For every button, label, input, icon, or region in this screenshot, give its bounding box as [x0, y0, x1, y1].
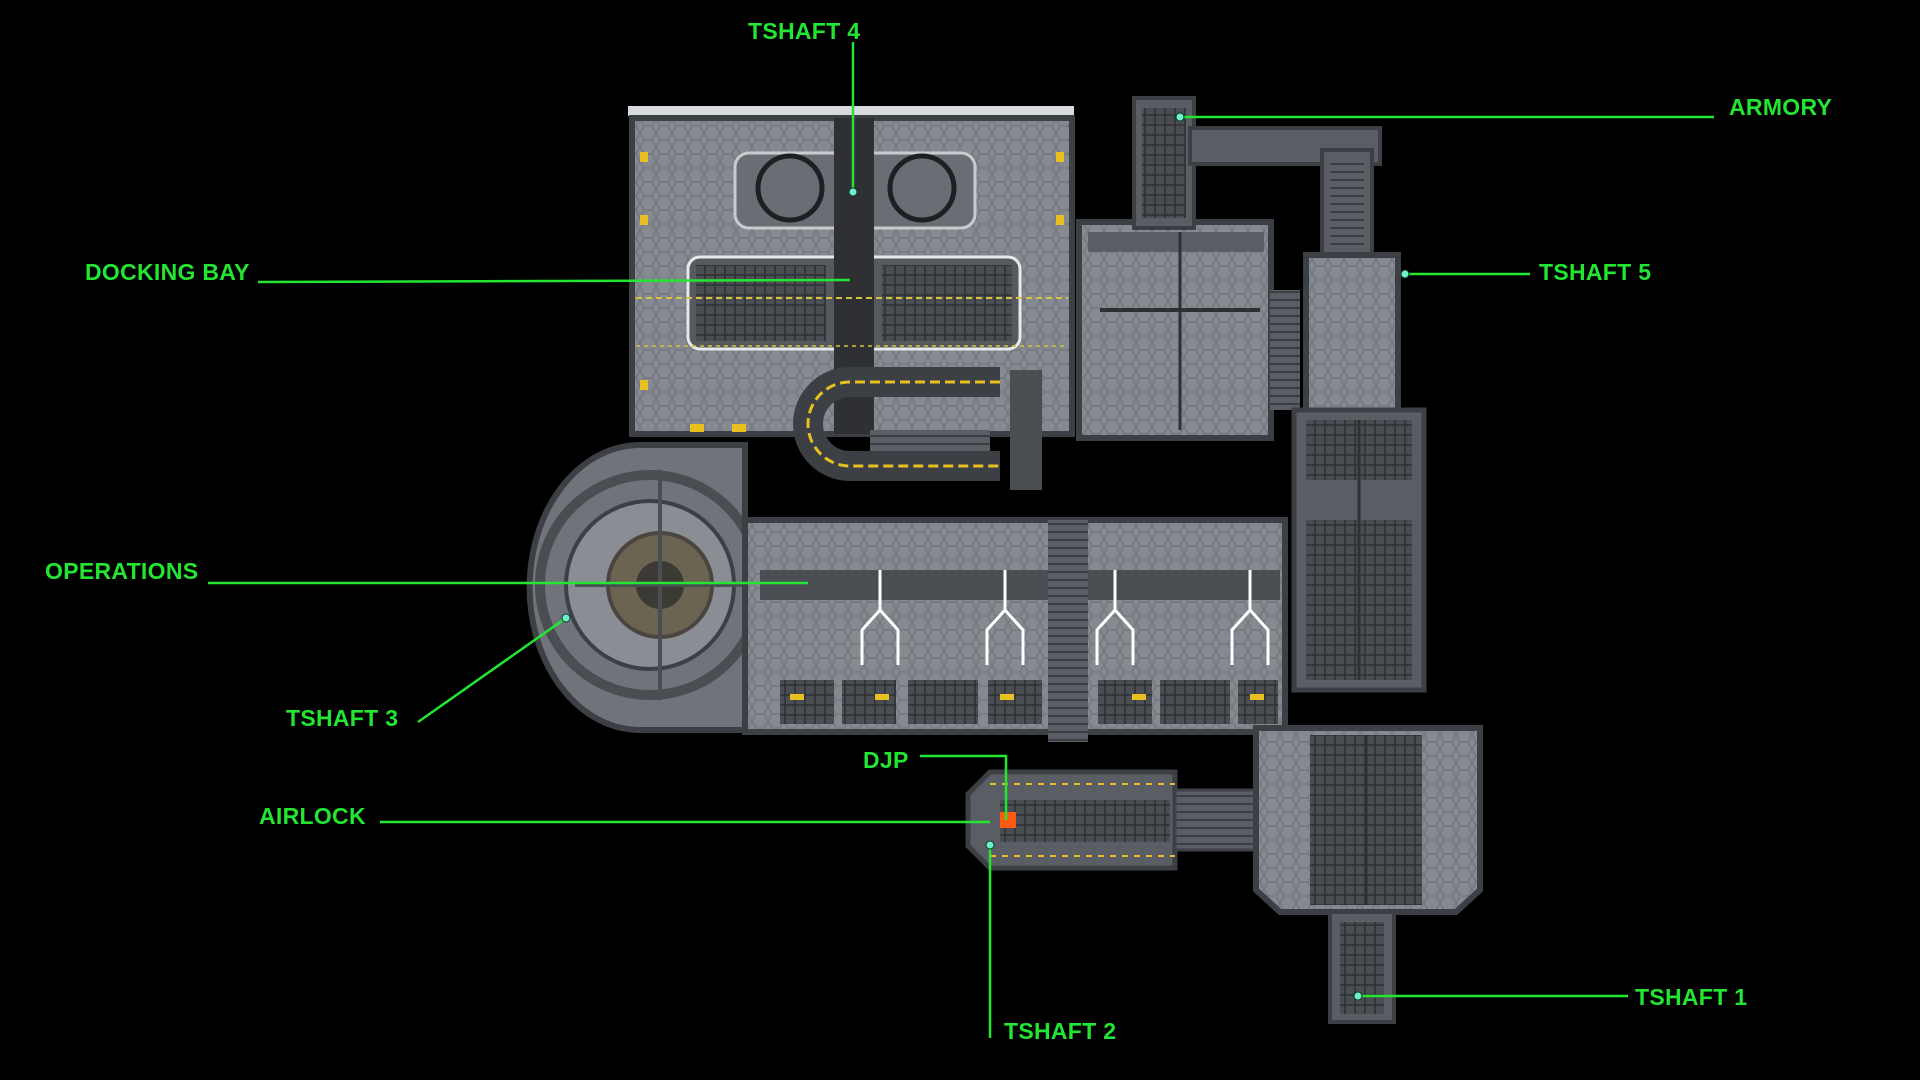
djp-label: DJP — [863, 747, 909, 773]
tshaft1-marker — [1353, 991, 1363, 1001]
tshaft2-label: TSHAFT 2 — [1004, 1018, 1117, 1044]
tshaft5-room — [1303, 252, 1401, 418]
east-corridor — [1291, 407, 1427, 693]
armory-marker — [1175, 112, 1185, 122]
central-room — [1076, 219, 1300, 441]
docking-bay-label: DOCKING BAY — [85, 259, 250, 285]
shaft-markers — [561, 112, 1410, 1001]
south-room — [1253, 725, 1483, 1024]
leader-lines — [208, 42, 1714, 1038]
tshaft3-label: TSHAFT 3 — [286, 705, 399, 731]
airlock-label: AIRLOCK — [259, 803, 366, 829]
djp-marker — [1000, 812, 1016, 828]
tshaft1-label: TSHAFT 1 — [1635, 984, 1748, 1010]
tshaft4-marker — [848, 187, 858, 197]
tshaft3-marker — [561, 613, 571, 623]
tshaft5-marker — [1400, 269, 1410, 279]
tshaft5-label: TSHAFT 5 — [1539, 259, 1652, 285]
airlock-corridor — [965, 769, 1257, 871]
tshaft2-marker — [985, 840, 995, 850]
operations-hall — [742, 517, 1288, 742]
armory-label: ARMORY — [1729, 94, 1833, 120]
operations-room — [526, 442, 765, 733]
operations-label: OPERATIONS — [45, 558, 199, 584]
tshaft4-label: TSHAFT 4 — [748, 18, 861, 44]
curved-corridor — [793, 367, 1042, 490]
